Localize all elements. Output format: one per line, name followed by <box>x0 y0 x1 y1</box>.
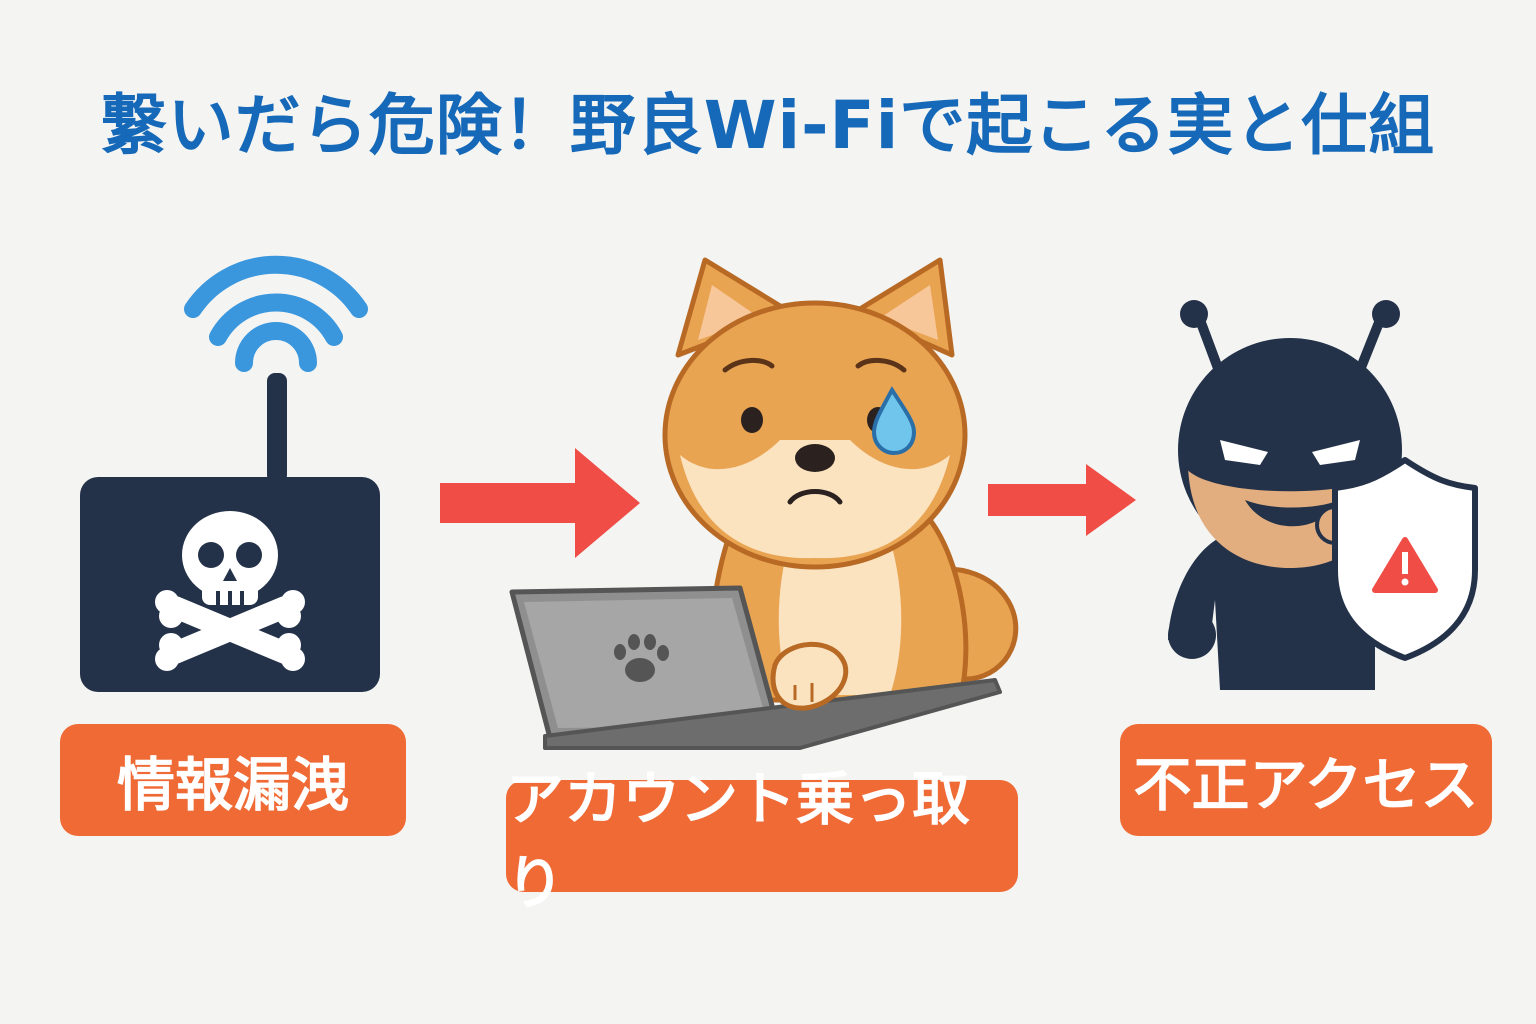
wifi-signal-icon <box>184 255 368 372</box>
arrow-right-icon <box>988 464 1136 536</box>
hacker-icon <box>1168 300 1478 690</box>
account-takeover-label: アカウント乗っ取り <box>506 765 1018 917</box>
info-leak-label: 情報漏洩 <box>60 724 406 836</box>
unauthorized-access-label: 不正アクセス <box>1120 724 1492 836</box>
skull-crossbones-icon <box>155 511 305 671</box>
warning-shield-icon <box>1332 457 1478 661</box>
sweat-drop-icon <box>871 386 917 456</box>
malicious-router-icon <box>80 255 380 692</box>
arrow-right-icon <box>440 448 640 558</box>
page-title: 繋いだら危険！野良Wi-Fiで起こる実と仕組 <box>100 87 1436 164</box>
worried-shiba-dog-icon <box>509 257 1019 750</box>
paw-print-icon <box>614 634 669 682</box>
laptop-icon <box>509 585 1002 750</box>
